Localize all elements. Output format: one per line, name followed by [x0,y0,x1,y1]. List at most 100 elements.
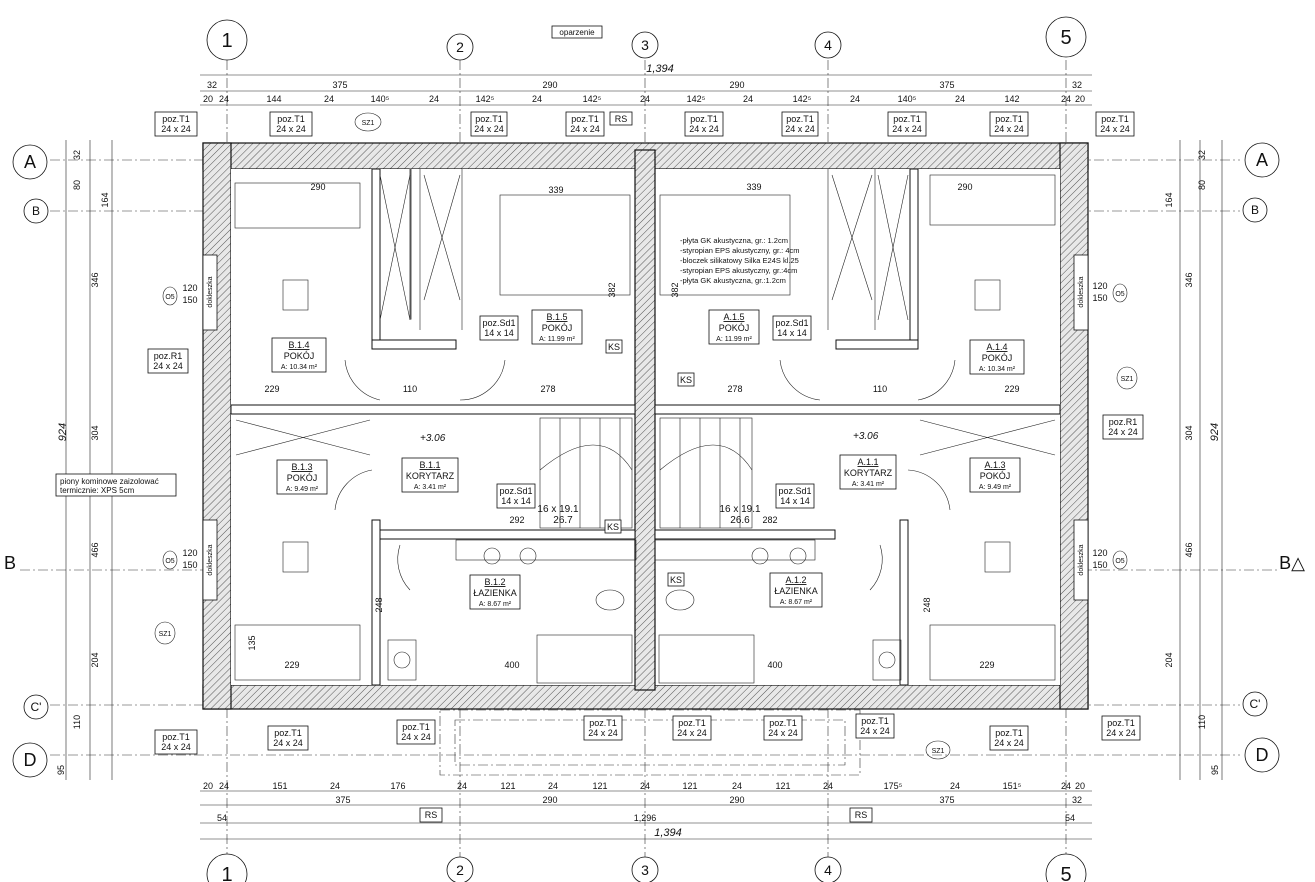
svg-text:24 x 24: 24 x 24 [994,124,1024,134]
svg-text:339: 339 [548,185,563,195]
svg-text:151: 151 [272,781,287,791]
svg-text:54: 54 [217,813,227,823]
svg-text:poz.T1: poz.T1 [769,718,797,728]
svg-text:176: 176 [390,781,405,791]
axis-label-5-top: 5 [1060,27,1071,49]
svg-text:O5: O5 [1115,291,1124,298]
svg-text:poz.T1: poz.T1 [786,114,814,124]
axis-label-b-left: B [32,204,40,218]
chimney-note-line1: piony kominowe zaizolować [60,477,159,486]
svg-text:32: 32 [72,150,82,160]
axis-bubbles-left: A B B C' D [4,144,49,778]
svg-text:20: 20 [1075,94,1085,104]
svg-text:KS: KS [607,522,619,532]
svg-text:24: 24 [823,781,833,791]
svg-text:142⁵: 142⁵ [476,94,495,104]
svg-text:135: 135 [247,635,257,650]
inner-dimensions: 290 339 339 290 382 382 278 278 229 229 … [247,182,1020,670]
svg-text:924: 924 [57,423,69,441]
axis-bubbles-right: A B B△ C' D [1242,142,1305,773]
svg-text:229: 229 [1004,384,1019,394]
svg-text:204: 204 [1164,652,1174,667]
svg-text:20: 20 [203,781,213,791]
svg-text:poz.T1: poz.T1 [475,114,503,124]
svg-text:290: 290 [729,795,744,805]
room-b11: B.1.1 KORYTARZ A: 3.41 m² [401,457,459,493]
svg-text:110: 110 [72,715,82,729]
room-b14: B.1.4 POKÓJ A: 10.34 m² [271,337,327,373]
svg-text:95: 95 [1210,765,1220,775]
svg-text:278: 278 [540,384,555,394]
svg-text:375: 375 [939,795,954,805]
wardrobe-marks [235,174,1056,456]
rs-tag-bottom-right: RS [855,810,868,820]
tag-ks-3: KS [604,519,622,534]
svg-text:poz.T1: poz.T1 [589,718,617,728]
svg-text:24 x 24: 24 x 24 [474,124,504,134]
wall-spec-note: -płyta GK akustyczna, gr.: 1.2cm -styrop… [680,236,800,285]
svg-text:A: 10.34 m²: A: 10.34 m² [281,364,318,371]
rs-tag-bottom-left: RS [425,810,438,820]
svg-text:-bloczek silikatowy Silka E24S: -bloczek silikatowy Silka E24S kl.25 [680,256,799,265]
tag-sz1-right: SZ1 [1116,366,1138,390]
svg-text:A.1.3: A.1.3 [984,460,1005,470]
svg-text:142⁵: 142⁵ [687,94,706,104]
svg-text:24: 24 [429,94,439,104]
svg-text:SZ1: SZ1 [159,631,172,638]
svg-text:SZ1: SZ1 [932,748,945,755]
tag-ks-2: KS [677,372,695,387]
left-dimension-chains: 32 80 164 346 924 304 466 204 110 95 [56,140,113,780]
svg-text:32: 32 [207,80,217,90]
svg-text:A.1.2: A.1.2 [785,575,806,585]
svg-text:24: 24 [955,94,965,104]
svg-text:24: 24 [532,94,542,104]
svg-text:24 x 24: 24 x 24 [677,728,707,738]
svg-text:466: 466 [1184,542,1194,557]
svg-text:poz.T1: poz.T1 [1107,718,1135,728]
svg-text:A: 8.67 m²: A: 8.67 m² [479,601,512,608]
room-b13: B.1.3 POKÓJ A: 9.49 m² [276,459,328,495]
svg-text:O5: O5 [165,294,174,301]
svg-text:SZ1: SZ1 [362,120,375,127]
axis-label-2-bottom: 2 [456,862,464,878]
svg-text:poz.T1: poz.T1 [402,722,430,732]
svg-text:24 x 24: 24 x 24 [588,728,618,738]
svg-text:A: 10.34 m²: A: 10.34 m² [979,366,1016,373]
svg-text:poz.T1: poz.T1 [277,114,305,124]
svg-text:346: 346 [1184,272,1194,287]
svg-text:KS: KS [680,375,692,385]
axis-label-4-bottom: 4 [824,862,832,878]
chimney-note-line2: termicznie: XPS 5cm [60,486,135,495]
svg-text:110: 110 [1197,715,1207,729]
svg-text:24 x 24: 24 x 24 [1100,124,1130,134]
svg-text:24: 24 [457,781,467,791]
svg-text:924: 924 [1209,423,1221,441]
svg-text:-styropian EPS akustyczny, gr.: -styropian EPS akustyczny, gr.:4cm [680,266,797,275]
svg-text:150: 150 [1092,293,1107,303]
door-swings [334,359,956,591]
svg-text:A: 9.49 m²: A: 9.49 m² [979,484,1012,491]
svg-text:142: 142 [1004,94,1019,104]
svg-text:121: 121 [775,781,790,791]
svg-text:B.1.1: B.1.1 [419,460,440,470]
axis-label-d-right: D [1256,745,1269,765]
overall-width-bottom: 1,394 [654,827,682,839]
svg-text:24 x 24: 24 x 24 [785,124,815,134]
svg-text:O5: O5 [165,558,174,565]
svg-text:382: 382 [670,282,680,297]
svg-text:24: 24 [330,781,340,791]
svg-text:142⁵: 142⁵ [583,94,602,104]
svg-text:ŁAZIENKA: ŁAZIENKA [774,586,818,596]
stairs-left-spec: 16 x 19.1 [537,504,579,515]
svg-text:164: 164 [1164,192,1174,207]
svg-text:24: 24 [548,781,558,791]
